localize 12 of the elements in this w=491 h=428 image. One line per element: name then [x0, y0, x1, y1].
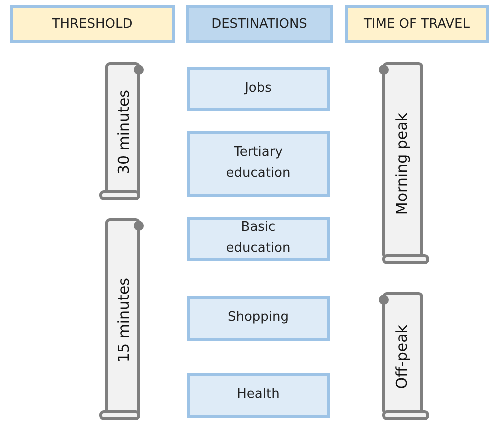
- banner-label: Off-peak: [393, 324, 411, 390]
- banner-label: 15 minutes: [115, 278, 133, 362]
- banner-label: Morning peak: [393, 112, 411, 216]
- destination-box: Tertiary education: [187, 131, 330, 197]
- column-header: TIME OF TRAVEL: [345, 5, 489, 43]
- banner-label: 30 minutes: [115, 90, 133, 174]
- destination-box: Jobs: [187, 67, 330, 111]
- destination-box: Basic education: [187, 217, 330, 261]
- column-header: DESTINATIONS: [186, 5, 333, 43]
- column-header: THRESHOLD: [10, 5, 175, 43]
- destination-box: Shopping: [187, 296, 330, 341]
- destination-box: Health: [187, 373, 330, 418]
